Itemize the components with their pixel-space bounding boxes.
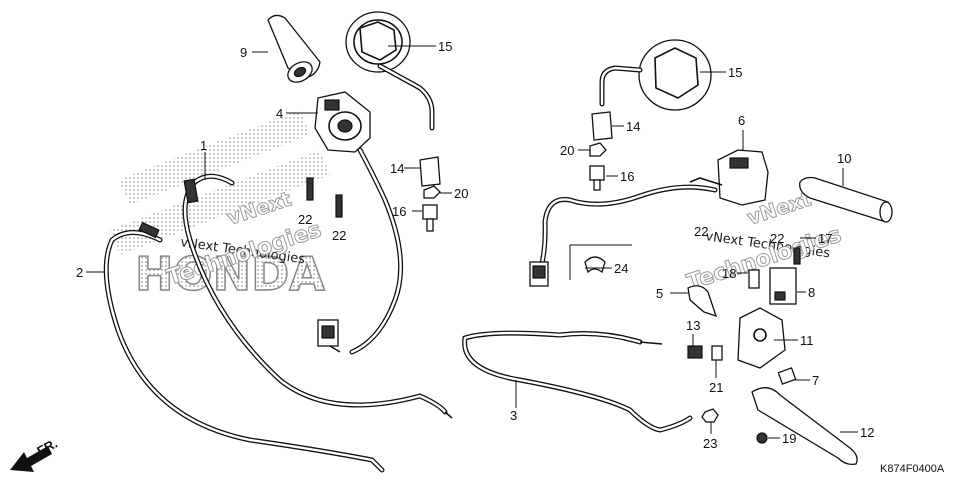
callout-12: 12	[860, 425, 874, 440]
callout-9: 9	[240, 45, 247, 60]
callout-10: 10	[837, 151, 851, 166]
part-1-throttle-cable	[182, 173, 453, 419]
callout-22-c: 22	[694, 224, 708, 239]
part-10-grip	[799, 176, 893, 223]
callout-16-right: 16	[620, 169, 634, 184]
callout-22-d: 22	[770, 231, 784, 246]
callout-14-left: 14	[390, 161, 404, 176]
parts-14-20-16-left	[419, 156, 441, 232]
callout-16-left: 16	[392, 204, 406, 219]
callout-2: 2	[76, 265, 83, 280]
callout-20-right: 20	[560, 143, 574, 158]
callout-leaders	[86, 45, 858, 439]
parts-8-17-18	[748, 247, 801, 305]
part-4-switch-housing	[314, 91, 371, 153]
part-7	[777, 367, 797, 385]
callout-6: 6	[738, 113, 745, 128]
part-9-throttle-grip	[267, 14, 321, 83]
callout-19: 19	[782, 431, 796, 446]
parts-13-21-23-19	[687, 345, 768, 444]
callout-1: 1	[200, 138, 207, 153]
part-15-mirror-right	[599, 39, 712, 111]
callout-numbers: 9 15 4 1 2 14 20 16 22 22 15 14 20 16 6 …	[76, 39, 874, 451]
part-6-wire-harness	[529, 184, 718, 287]
callout-17: 17	[818, 231, 832, 246]
callout-15-right: 15	[728, 65, 742, 80]
part-11-lever-bracket	[737, 307, 786, 369]
callout-14-right: 14	[626, 119, 640, 134]
callout-23: 23	[703, 436, 717, 451]
callout-24: 24	[614, 261, 628, 276]
callout-8: 8	[808, 285, 815, 300]
part-15-mirror-left	[345, 11, 435, 131]
callout-11: 11	[800, 333, 814, 348]
callout-18: 18	[722, 266, 736, 281]
front-direction-arrow: FR.	[10, 436, 60, 472]
callout-22-b: 22	[332, 228, 346, 243]
drawing-code: K874F0400A	[880, 463, 945, 475]
callout-5: 5	[656, 286, 663, 301]
part-4-wire-harness	[317, 147, 404, 355]
callout-20-left: 20	[454, 186, 468, 201]
part-6-switch-housing	[689, 149, 769, 206]
part-3-brake-cable	[462, 330, 693, 433]
part-5-cover	[687, 285, 718, 318]
callout-4: 4	[276, 106, 283, 121]
callout-3: 3	[510, 408, 517, 423]
brand-watermark-text: HONDA	[135, 247, 325, 301]
callout-22-a: 22	[298, 212, 312, 227]
screws-22-left	[306, 177, 343, 218]
callout-15-left: 15	[438, 39, 452, 54]
callout-21: 21	[709, 380, 723, 395]
honda-watermark: HONDA	[110, 110, 330, 302]
parts-14-20-16-right	[589, 111, 613, 191]
callout-13: 13	[686, 318, 700, 333]
part-2-cable	[103, 221, 385, 473]
part-12-lever	[751, 387, 858, 466]
callout-7: 7	[812, 373, 819, 388]
